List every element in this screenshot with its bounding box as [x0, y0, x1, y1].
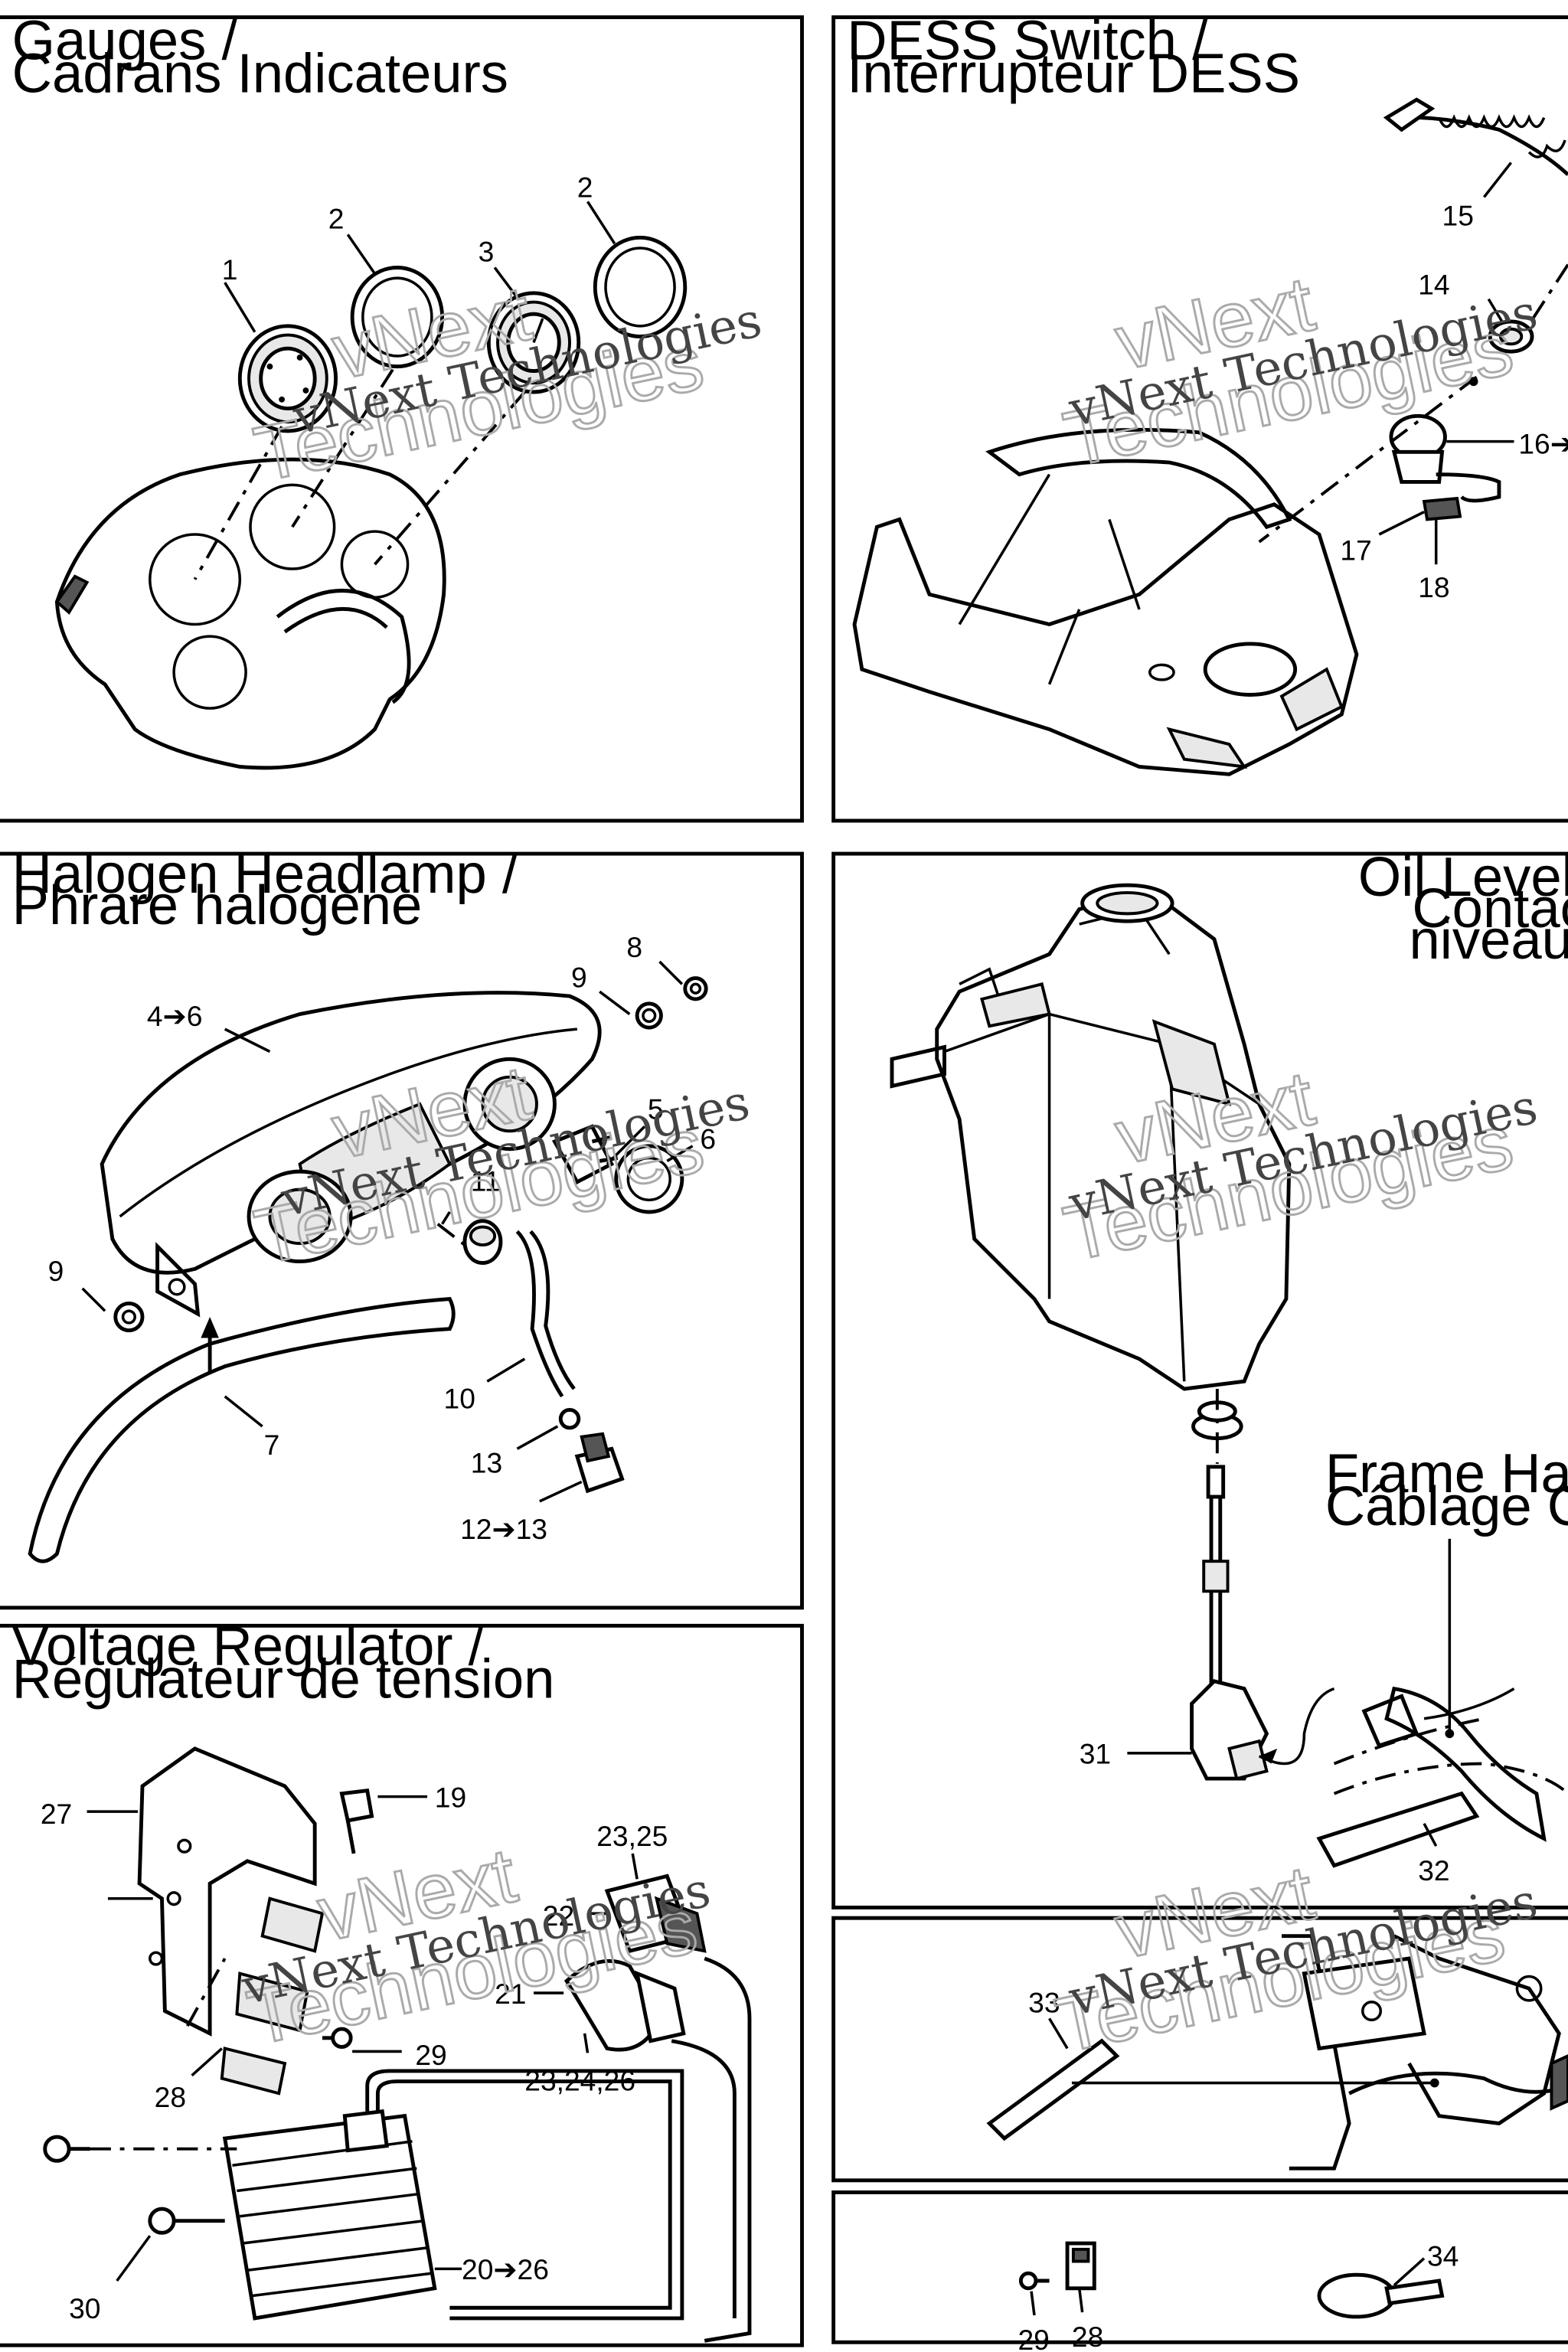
callout-30: 30	[69, 2292, 100, 2324]
gauge-2-bezel-left	[350, 266, 445, 369]
callout-23-25: 23,25	[596, 1820, 668, 1852]
callout-3: 3	[479, 236, 495, 268]
callout-5: 5	[648, 1093, 664, 1125]
gauge-2-bezel-right	[593, 235, 688, 339]
sleeve-32	[1316, 1791, 1480, 1868]
callout-29-ties: 29	[1018, 2324, 1049, 2352]
callout-12: 12➔13	[460, 1513, 547, 1545]
cable-tie-34	[1317, 2272, 1445, 2319]
callout-27: 27	[41, 1798, 72, 1830]
headlamp-housing-4	[100, 991, 602, 1318]
oil-level-sensor-31	[1190, 1465, 1269, 1781]
mounting-bracket-27	[137, 1746, 317, 2037]
bolt-mount	[43, 2135, 90, 2163]
panel-gauges-frame	[0, 15, 804, 823]
panel-oil-level-frame	[831, 851, 1568, 1909]
connector-22	[604, 1873, 707, 1954]
headlamp-title-line2: Phrare halogène	[12, 874, 423, 936]
callout-21: 21	[495, 1978, 526, 2010]
dess-title-line2: Interrupteur DESS	[847, 42, 1300, 104]
panel-ties-frame	[831, 2190, 1568, 2344]
connector-21	[564, 1958, 686, 2052]
oil-title-line1: Oil Level Sens	[1358, 846, 1568, 908]
bolt-30	[148, 2207, 225, 2235]
callout-9-left: 9	[48, 1255, 64, 1287]
bulb-5	[551, 1124, 619, 1185]
callout-17: 17	[1340, 534, 1371, 566]
callout-4: 4➔6	[147, 1000, 203, 1032]
headlamp-lens-7	[28, 1296, 456, 1563]
callout-6: 6	[700, 1123, 716, 1155]
callout-33: 33	[1028, 1987, 1060, 2019]
bushing-9-left	[113, 1301, 145, 1333]
callout-18: 18	[1418, 571, 1449, 603]
bushing-9-top	[635, 1001, 663, 1030]
dess-switch-16	[1389, 413, 1501, 521]
callout-14: 14	[1418, 269, 1449, 301]
panel-dess-frame	[831, 15, 1568, 823]
gauge-housing	[54, 457, 446, 770]
oil-tank	[890, 883, 1292, 1391]
regulator-wiring	[365, 1956, 752, 2343]
bulb-ring-6	[614, 1144, 684, 1214]
watermark-harness: vNext Technologies vNext Technologies	[1047, 1847, 1542, 2070]
connector-12	[574, 1432, 625, 1494]
harness-frame-detail	[1282, 1934, 1568, 2171]
callout-28-ties: 28	[1072, 2321, 1103, 2352]
dess-lanyard-15	[1383, 97, 1568, 176]
gauges-title-line1: Gauges /	[12, 9, 238, 71]
dess-title-line1: DESS Switch /	[847, 9, 1208, 71]
bracket-pads-28	[220, 1896, 325, 2096]
callout-2-right: 2	[577, 171, 593, 203]
screw-29	[322, 2027, 353, 2050]
callout-29-regulator: 29	[415, 2039, 446, 2071]
regulator-title-line2: Régulateur de tension	[12, 1648, 555, 1710]
callout-10: 10	[444, 1382, 475, 1414]
callout-13: 13	[471, 1447, 502, 1479]
callout-7: 7	[264, 1429, 280, 1461]
seal-13	[558, 1407, 581, 1430]
oil-title-line2: Contacteu	[1412, 877, 1568, 939]
screw-29-ties	[1018, 2271, 1050, 2291]
regulator-title-line1: Voltage Regulator /	[12, 1615, 485, 1677]
headlamp-title-line1: Halogen Headlamp /	[12, 843, 518, 905]
dess-console	[852, 427, 1359, 776]
callout-22: 22	[543, 1900, 574, 1932]
bolt-19	[339, 1788, 374, 1854]
callout-16: 16➔	[1518, 427, 1568, 459]
voltage-regulator-20	[222, 2109, 437, 2321]
callout-31: 31	[1080, 1738, 1111, 1770]
grommet-8	[683, 976, 708, 1001]
clip-28	[1065, 2241, 1096, 2291]
dess-cap-14	[1488, 263, 1568, 354]
panel-harness-detail-frame	[831, 1916, 1568, 2183]
callout-11: 11	[471, 1165, 501, 1197]
callout-28-regulator: 28	[155, 2081, 186, 2113]
frame-harness-cable	[1333, 1686, 1568, 1842]
callout-34: 34	[1427, 2239, 1459, 2272]
gauges-title-line2: Cadrans Indicateurs	[12, 42, 508, 104]
callout-8: 8	[626, 931, 642, 963]
callout-1: 1	[222, 253, 238, 286]
callout-2-left: 2	[328, 203, 345, 235]
harness-title-line2: Câblage Châssis	[1325, 1475, 1568, 1537]
gauge-1-speedometer	[237, 324, 338, 433]
callout-23-24-26: 23,24,26	[524, 2064, 635, 2096]
callout-19: 19	[435, 1781, 466, 1813]
panel-headlamp-frame	[0, 851, 804, 1610]
gauge-3-tachometer	[486, 291, 581, 394]
panel-regulator-frame	[0, 1623, 804, 2347]
callout-32: 32	[1418, 1854, 1449, 1886]
cap-11	[462, 1219, 503, 1266]
callout-9-top: 9	[571, 961, 587, 993]
callout-15: 15	[1442, 200, 1474, 232]
oil-title-line3: niveau d’h	[1409, 909, 1568, 971]
callout-20-26: 20➔26	[462, 2253, 549, 2285]
tube-10	[515, 1230, 576, 1398]
harness-title-line1: Frame Harness /	[1325, 1442, 1568, 1504]
watermark-dess: vNext Technologies vNext Technologies	[1056, 259, 1542, 485]
edge-trim-33	[986, 2038, 1120, 2141]
